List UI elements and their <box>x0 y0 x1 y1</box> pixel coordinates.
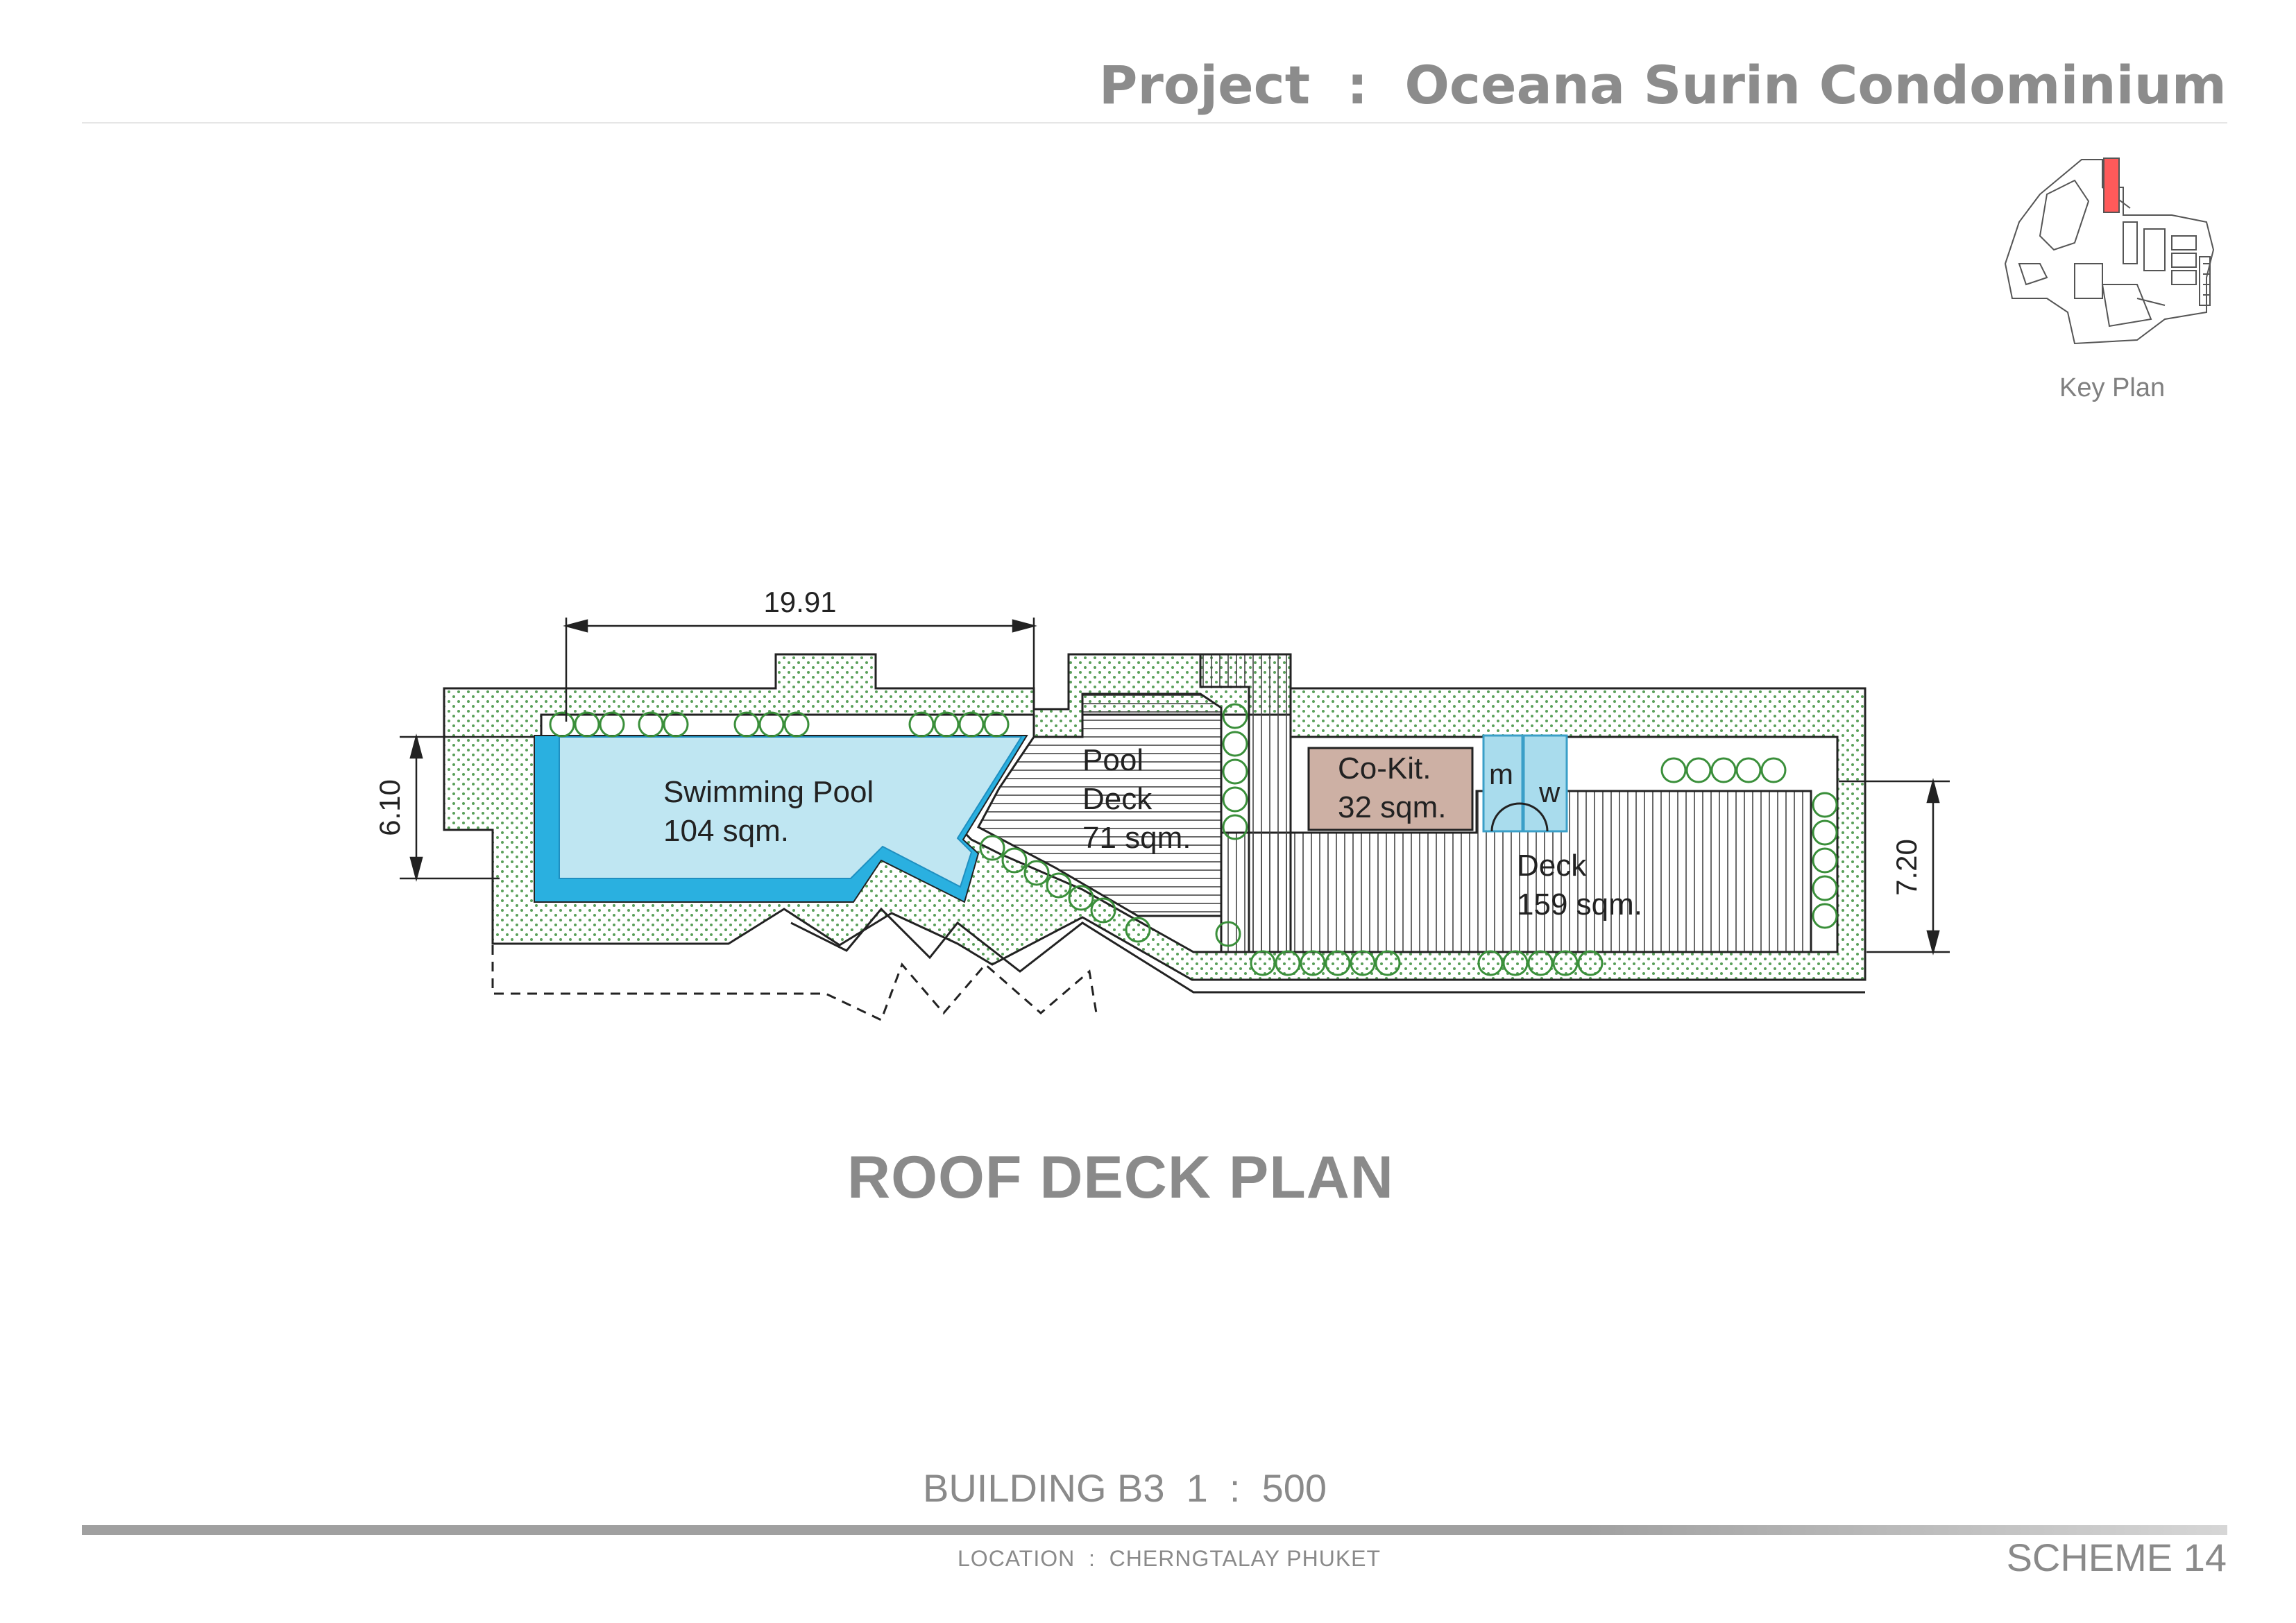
location-text: LOCATION : CHERNGTALAY PHUKET <box>958 1546 1381 1571</box>
shrub <box>1300 950 1326 976</box>
key-plan-highlight <box>2103 158 2120 213</box>
pool-label: Swimming Pool <box>663 775 874 809</box>
lower-floor-outline <box>491 945 1098 1022</box>
project-separator: : <box>1346 54 1368 116</box>
dimension-6-10 <box>400 733 534 882</box>
project-name: Oceana Surin Condominium <box>1404 54 2227 116</box>
shrub <box>1685 757 1712 783</box>
shrub <box>1222 786 1248 813</box>
dimension-19-91 <box>563 618 1037 722</box>
shrub <box>983 711 1010 738</box>
shrub <box>663 711 689 738</box>
key-plan-label: Key Plan <box>2059 373 2166 402</box>
toilet-door-swing <box>1490 802 1549 832</box>
header-divider <box>82 122 2227 124</box>
shrub <box>1222 758 1248 785</box>
dimension-pool-width: 6.10 <box>373 779 406 836</box>
key-plan <box>1998 139 2227 368</box>
shrub <box>1325 950 1351 976</box>
plan-title-text: ROOF DECK PLAN <box>847 1144 1394 1211</box>
shrub <box>758 711 785 738</box>
dimension-7-20 <box>1839 778 1950 955</box>
deck-area <box>1220 790 1812 953</box>
cokit-room <box>1307 747 1474 831</box>
swimming-pool <box>559 736 1023 888</box>
shrub <box>1812 819 1838 846</box>
shrub <box>1001 847 1028 874</box>
shrub <box>1812 903 1838 929</box>
shrub <box>1477 950 1504 976</box>
toilet-m <box>1482 734 1524 833</box>
shrub <box>1760 757 1787 783</box>
shrub <box>574 711 600 738</box>
shrub <box>1215 921 1241 947</box>
shrub <box>1222 731 1248 757</box>
cokit-label: Co-Kit. <box>1338 751 1431 785</box>
shrub <box>1527 950 1554 976</box>
shrub <box>1068 885 1094 911</box>
toilet-w <box>1522 734 1568 833</box>
pool-deck-area-label: 71 sqm. <box>1082 821 1191 855</box>
project-label: Project <box>1098 54 1311 116</box>
pool-deck-label-1: Pool <box>1082 743 1143 777</box>
toilet-w-label: w <box>1538 776 1561 808</box>
shrub <box>1735 757 1762 783</box>
plan-title: ROOF DECK PLAN <box>0 1144 2241 1212</box>
shrub <box>1375 950 1401 976</box>
shrub <box>1710 757 1737 783</box>
key-plan-drawing <box>2004 158 2215 345</box>
shrub <box>979 835 1005 861</box>
shrub <box>1222 703 1248 729</box>
shrub <box>1577 950 1604 976</box>
deck-area-label: 159 sqm. <box>1517 887 1642 921</box>
dimension-deck-width: 7.20 <box>1890 839 1923 896</box>
building-scale: BUILDING B3 1 : 500 <box>923 1466 1327 1510</box>
shrub <box>1812 847 1838 874</box>
shrubs <box>549 703 1838 976</box>
pool-area-label: 104 sqm. <box>663 814 789 848</box>
shrub <box>1660 757 1687 783</box>
cokit-area-label: 32 sqm. <box>1338 790 1447 824</box>
dimension-pool-length: 19.91 <box>763 586 836 618</box>
shrub <box>958 711 985 738</box>
shrub <box>549 711 575 738</box>
shrub <box>1275 950 1301 976</box>
project-title: Project : Oceana Surin Condominium <box>1099 54 2227 116</box>
shrub <box>638 711 664 738</box>
shrub <box>933 711 960 738</box>
scheme-label: SCHEME 14 <box>2006 1536 2227 1579</box>
shrub <box>1090 897 1116 924</box>
shrub <box>908 711 935 738</box>
deck-strip <box>1199 653 1292 953</box>
zigzag-wall <box>790 907 1865 994</box>
shrub <box>1222 814 1248 840</box>
shrub <box>783 711 810 738</box>
toilet-m-label: m <box>1489 758 1513 790</box>
shrub <box>1125 917 1151 943</box>
footer-divider <box>82 1525 2227 1535</box>
shrub <box>1350 950 1376 976</box>
shrub <box>599 711 625 738</box>
shrub <box>1552 950 1579 976</box>
pool-deck-label-2: Deck <box>1082 782 1153 816</box>
shrub <box>1812 792 1838 818</box>
shrub <box>1250 950 1276 976</box>
deck-label: Deck <box>1517 849 1587 883</box>
shrub <box>1812 875 1838 901</box>
shrub <box>733 711 760 738</box>
shrub <box>1023 860 1050 886</box>
shrub <box>1502 950 1529 976</box>
shrub <box>1046 872 1072 899</box>
